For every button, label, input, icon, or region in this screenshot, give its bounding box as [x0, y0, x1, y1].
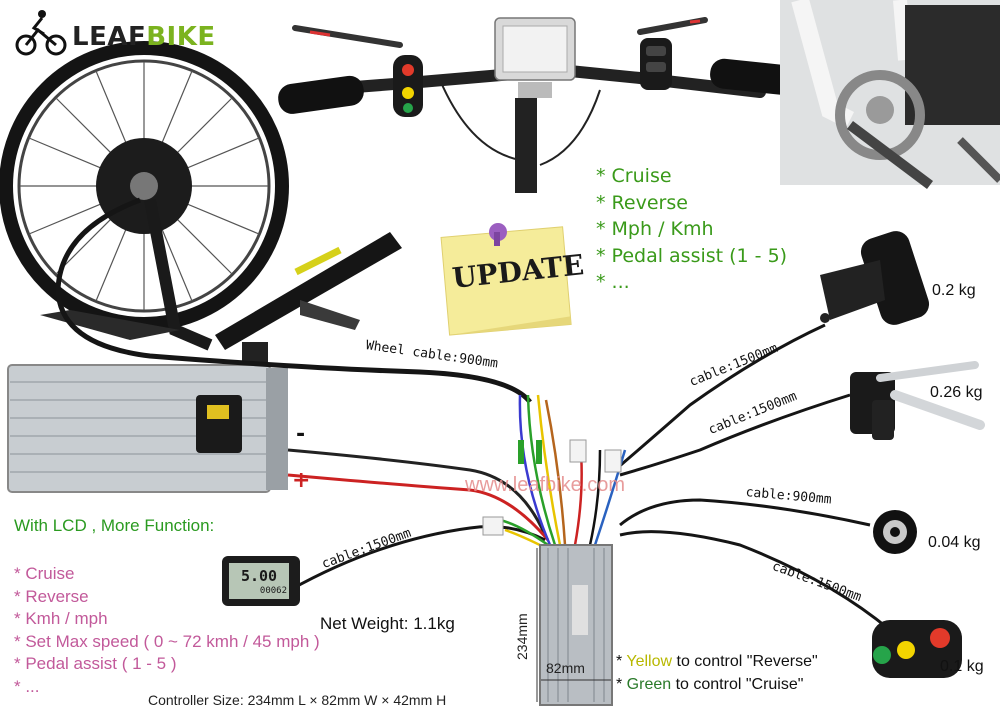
lcd-function-item: * ... [14, 676, 40, 696]
yellow-note: * Yellow to control "Reverse" [616, 653, 818, 671]
logo-leaf-text: LEAF [72, 22, 147, 52]
lcd-function-item: * Reverse [14, 586, 89, 606]
handlebar-switch [872, 620, 962, 678]
display-function-item: * Reverse [596, 191, 688, 214]
pas-weight: 0.04 kg [928, 534, 981, 551]
cyclist-logo-icon [15, 10, 67, 56]
watermark-text: www.leafbike.com [465, 474, 626, 496]
note-prefix: * [616, 653, 627, 670]
handlebar-lcd-display [494, 17, 576, 98]
wiring [55, 197, 891, 632]
note-prefix: * [616, 676, 627, 693]
battery-plus-sign: + [292, 468, 311, 493]
controller-size-label: Controller Size: 234mm L × 82mm W × 42mm… [148, 692, 447, 708]
lcd-meter [222, 556, 300, 606]
display-function-list: * Cruise * Reverse * Mph / Kmh * Pedal a… [596, 163, 787, 296]
green-word: Green [626, 676, 672, 693]
lcd-function-item: * Cruise [14, 564, 75, 583]
green-note: * Green to control "Cruise" [616, 676, 803, 694]
controller-height-label: 234mm [514, 613, 530, 660]
handlebar-remote-right [640, 38, 672, 90]
logo-bike-text: BIKE [146, 22, 216, 52]
throttle-weight: 0.2 kg [932, 282, 976, 299]
lcd-function-item: * Kmh / mph [14, 609, 108, 628]
handlebar-switch-left [393, 55, 423, 117]
brake-weight: 0.26 kg [930, 384, 983, 401]
battery-pack [7, 342, 288, 493]
pas-sensor [873, 510, 917, 554]
battery-minus-sign: - [296, 422, 306, 447]
lcd-function-list: * Cruise * Reverse * Kmh / mph * Set Max… [14, 563, 320, 698]
lcd-odometer-readout: 00062 [259, 586, 287, 596]
rear-hub-motor-wheel [0, 41, 289, 331]
controller-box [536, 544, 613, 706]
lcd-section-title: With LCD , More Function: [14, 516, 215, 535]
display-function-item: * ... [596, 271, 630, 293]
lcd-function-item: * Set Max speed ( 0 ~ 72 kmh / 45 mph ) [14, 631, 320, 651]
brake-lever [850, 361, 985, 440]
note-rest: to control "Cruise" [671, 676, 804, 693]
note-rest: to control "Reverse" [672, 653, 818, 670]
display-function-item: * Pedal assist (1 - 5) [596, 244, 788, 267]
net-weight-label: Net Weight: 1.1kg [320, 614, 455, 633]
display-function-item: * Cruise [596, 165, 672, 187]
wire-connectors [482, 439, 622, 536]
controller-width-label: 82mm [546, 660, 585, 676]
switch-weight: 0.1 kg [940, 658, 984, 675]
update-sticky-note [440, 226, 572, 336]
push-pin-needle [494, 232, 500, 246]
lcd-speed-readout: 5.00 [240, 567, 278, 585]
yellow-word: Yellow [626, 653, 673, 670]
bike-frame [40, 198, 402, 351]
lcd-function-item: * Pedal assist ( 1 - 5 ) [14, 654, 177, 673]
brake-detail-photo [780, 0, 1000, 189]
throttle-grip [820, 231, 930, 325]
display-function-item: * Mph / Kmh [596, 218, 714, 240]
brand-logo: LEAFBIKE [72, 22, 216, 52]
